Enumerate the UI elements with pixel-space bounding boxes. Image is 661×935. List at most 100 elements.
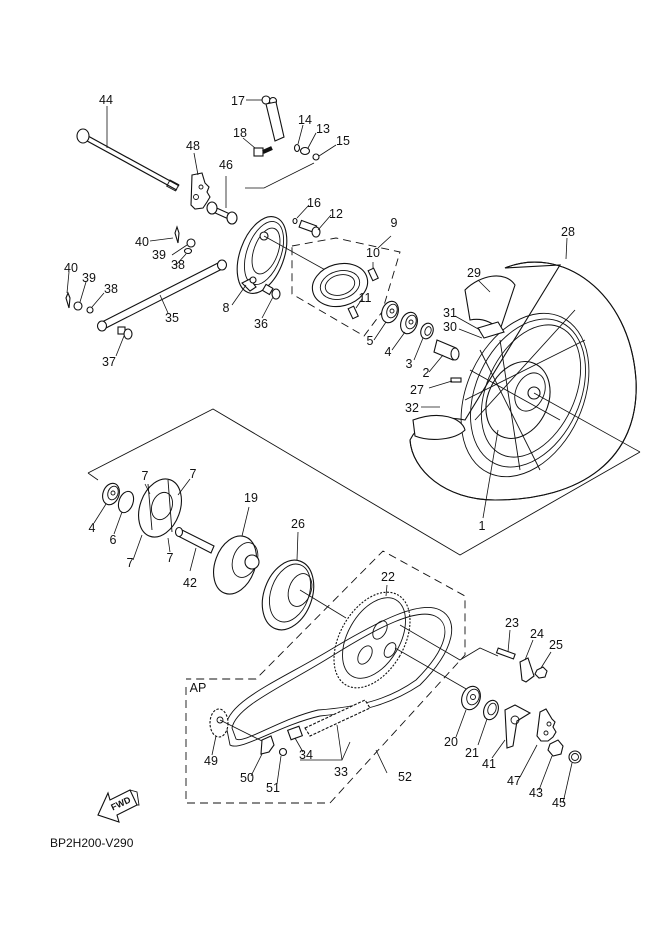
spring-10[interactable] bbox=[367, 267, 379, 282]
part-label-19: 19 bbox=[244, 490, 258, 505]
nut-39a[interactable] bbox=[186, 238, 196, 248]
brake-shoe[interactable] bbox=[308, 257, 373, 312]
part-label-34: 34 bbox=[299, 747, 313, 762]
chain-joint[interactable] bbox=[286, 725, 304, 741]
part-label-40a: 40 bbox=[135, 234, 149, 249]
part-label-18: 18 bbox=[233, 125, 247, 140]
camshaft-lever[interactable] bbox=[261, 95, 285, 142]
part-label-27: 27 bbox=[410, 382, 424, 397]
spring-11[interactable] bbox=[347, 305, 359, 320]
caliper-bracket[interactable] bbox=[504, 704, 532, 749]
leader-7c bbox=[132, 534, 143, 561]
leader-21 bbox=[477, 718, 488, 746]
leader-6 bbox=[113, 511, 123, 535]
collar[interactable] bbox=[206, 201, 238, 225]
leader-sprocket-retainer bbox=[219, 719, 265, 743]
diagram-code: BP2H200-V290 bbox=[50, 836, 134, 850]
leader-50 bbox=[250, 753, 263, 777]
part-label-43: 43 bbox=[529, 785, 543, 800]
wheel-damper[interactable] bbox=[131, 473, 189, 543]
sprocket-bolt[interactable] bbox=[278, 747, 288, 757]
part-label-13: 13 bbox=[316, 121, 330, 136]
leader-4a bbox=[391, 331, 406, 351]
cotter-pin-40a[interactable] bbox=[174, 225, 180, 244]
rear-sprocket[interactable] bbox=[318, 579, 425, 701]
oil-seal[interactable] bbox=[419, 321, 436, 340]
leader-14 bbox=[297, 124, 304, 145]
part-label-7d: 7 bbox=[166, 550, 174, 565]
part-label-38a: 38 bbox=[171, 257, 185, 272]
leader-16 bbox=[296, 204, 310, 219]
bearing-4[interactable] bbox=[398, 310, 421, 336]
bolt-36[interactable] bbox=[261, 283, 281, 300]
washer-43[interactable] bbox=[547, 739, 564, 757]
part-label-16: 16 bbox=[307, 195, 321, 210]
bearing-4b[interactable] bbox=[100, 481, 123, 507]
leader-carrier-sprocket bbox=[299, 589, 347, 619]
lever-bolt[interactable] bbox=[253, 146, 273, 157]
leader-52 bbox=[375, 749, 388, 774]
part-label-7a: 7 bbox=[141, 468, 149, 483]
nut-39b[interactable] bbox=[73, 301, 83, 311]
chain-adjuster-left[interactable] bbox=[190, 172, 211, 210]
sprocket-retainer[interactable] bbox=[260, 735, 275, 755]
leader-7a bbox=[144, 483, 151, 495]
washer-13[interactable] bbox=[299, 146, 311, 156]
part-label-41: 41 bbox=[482, 756, 496, 771]
stud-bolt[interactable] bbox=[495, 647, 516, 660]
rear-axle[interactable] bbox=[76, 128, 180, 192]
brake-shoe-plate[interactable] bbox=[228, 210, 297, 300]
washer-38b[interactable] bbox=[86, 306, 94, 314]
nut-15[interactable] bbox=[312, 153, 320, 161]
leader-bracket bbox=[87, 472, 99, 481]
leader-38a bbox=[175, 253, 187, 266]
part-label-12: 12 bbox=[329, 206, 343, 221]
forward-arrow-icon bbox=[97, 789, 140, 823]
part-label-36: 36 bbox=[254, 316, 268, 331]
leader-27 bbox=[428, 380, 453, 389]
chain-adjuster-right[interactable] bbox=[536, 708, 557, 742]
wheel-rim[interactable] bbox=[436, 293, 614, 498]
rim-band[interactable] bbox=[477, 321, 505, 339]
camshaft[interactable] bbox=[298, 219, 321, 238]
axle-nut[interactable] bbox=[568, 750, 582, 764]
o-ring[interactable] bbox=[292, 217, 298, 225]
sprocket-carrier[interactable] bbox=[253, 553, 323, 637]
part-label-7c: 7 bbox=[126, 555, 134, 570]
tube[interactable] bbox=[464, 275, 516, 332]
clutch-hub[interactable] bbox=[206, 530, 264, 600]
leader-7b bbox=[177, 478, 191, 496]
valve-cap[interactable] bbox=[412, 414, 466, 440]
plate-24[interactable] bbox=[519, 657, 535, 683]
spacer[interactable] bbox=[433, 339, 460, 361]
chain-links[interactable] bbox=[304, 699, 371, 737]
drive-chain[interactable] bbox=[225, 606, 453, 747]
leader-sprocket-bearing bbox=[394, 647, 469, 691]
nut-25[interactable] bbox=[534, 666, 548, 679]
tension-bar[interactable] bbox=[96, 259, 228, 332]
drive-sprocket[interactable] bbox=[209, 708, 229, 738]
part-label-7b: 7 bbox=[189, 466, 197, 481]
leader-11 bbox=[355, 298, 363, 309]
bolt-37[interactable] bbox=[117, 326, 133, 340]
part-label-10: 10 bbox=[366, 245, 380, 260]
leader-1 bbox=[482, 429, 499, 519]
washer-38a[interactable] bbox=[183, 247, 193, 255]
spoke-nipple[interactable] bbox=[450, 377, 462, 383]
oil-seal-21[interactable] bbox=[481, 698, 501, 722]
part-label-8: 8 bbox=[222, 300, 230, 315]
leader-24 bbox=[524, 639, 534, 661]
leader-36 bbox=[261, 296, 274, 319]
cotter-pin-40b[interactable] bbox=[65, 291, 71, 309]
bearing-5[interactable] bbox=[379, 299, 402, 325]
part-label-11: 11 bbox=[358, 290, 372, 305]
leader-20 bbox=[455, 709, 467, 738]
part-label-4b: 4 bbox=[88, 520, 96, 535]
spring-pin[interactable] bbox=[293, 143, 301, 153]
hub-shaft[interactable] bbox=[174, 526, 215, 554]
leader-3 bbox=[413, 337, 424, 361]
part-label-23: 23 bbox=[505, 615, 519, 630]
part-label-45: 45 bbox=[552, 795, 566, 810]
bearing-20[interactable] bbox=[458, 684, 483, 713]
leader-49 bbox=[211, 735, 217, 756]
